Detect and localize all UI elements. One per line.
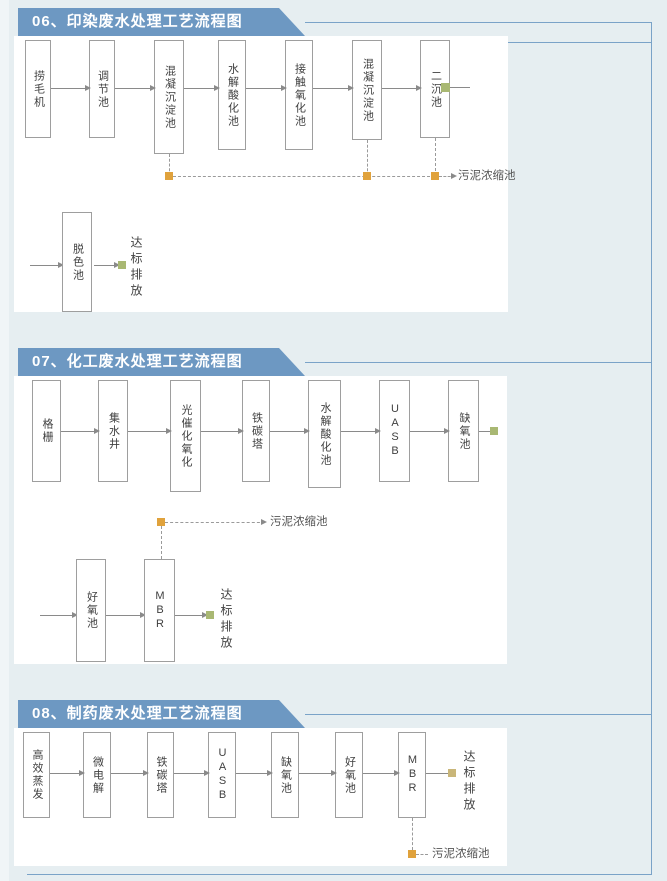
flow-arrow [61, 428, 100, 434]
page-border-bottom [27, 874, 652, 875]
sludge-junction-marker [157, 518, 165, 526]
process-box: 高效蒸发 [23, 732, 50, 818]
flow-arrow [410, 428, 450, 434]
sludge-junction-marker [363, 172, 371, 180]
flow-arrow [50, 770, 85, 776]
outfall-marker [441, 83, 450, 92]
flow-arrow [40, 612, 78, 618]
sludge-drop-line [161, 526, 162, 559]
outfall-marker [206, 611, 214, 619]
sludge-junction-marker [165, 172, 173, 180]
process-box: 格栅 [32, 380, 61, 482]
flow-arrow [246, 85, 287, 91]
section-header-07: 07、化工废水处理工艺流程图 [18, 348, 305, 376]
panel-07: 格栅 集水井 光催化氧化 铁碳塔 水解酸化池 UASB 缺氧池 污泥浓缩池 好氧… [14, 376, 507, 664]
sludge-collect-line [173, 176, 435, 177]
sludge-drop-line [169, 154, 170, 176]
discharge-label: 达标排放 [462, 750, 476, 814]
process-box: MBR [398, 732, 426, 818]
sludge-thickener-label: 污泥浓缩池 [270, 516, 328, 528]
outfall-marker [490, 427, 498, 435]
process-box: MBR [144, 559, 175, 662]
flow-arrow [174, 770, 210, 776]
flow-arrow [201, 428, 244, 434]
process-box: 微电解 [83, 732, 111, 818]
sludge-thickener-label: 污泥浓缩池 [458, 170, 516, 182]
sludge-collect-line [416, 854, 428, 855]
page-left-strip [0, 0, 9, 881]
discharge-label: 达标排放 [129, 236, 143, 300]
flow-arrow [30, 262, 64, 268]
flow-arrow [299, 770, 337, 776]
section-header-06: 06、印染废水处理工艺流程图 [18, 8, 305, 36]
process-box: 光催化氧化 [170, 380, 201, 492]
flow-arrow [341, 428, 381, 434]
sludge-junction-marker [408, 850, 416, 858]
process-box: 水解酸化池 [308, 380, 341, 488]
flow-arrow [111, 770, 149, 776]
section-header-08: 08、制药废水处理工艺流程图 [18, 700, 305, 728]
process-box: 集水井 [98, 380, 128, 482]
process-box: 混凝沉淀池 [352, 40, 382, 140]
process-box: 缺氧池 [448, 380, 479, 482]
flow-arrow [313, 85, 354, 91]
flow-arrow [270, 428, 310, 434]
process-box: 缺氧池 [271, 732, 299, 818]
flow-arrow [94, 262, 120, 268]
panel-06: 捞毛机 调节池 混凝沉淀池 水解酸化池 接触氧化池 混凝沉淀池 二沉池 污泥浓缩… [14, 36, 516, 312]
page-border-right [651, 22, 652, 875]
header-tail-line-08 [305, 714, 652, 715]
flow-arrow [382, 85, 422, 91]
sludge-drop-line [367, 140, 368, 176]
process-box: 好氧池 [335, 732, 363, 818]
process-box: UASB [208, 732, 236, 818]
sludge-thickener-label: 污泥浓缩池 [432, 848, 490, 860]
sludge-drop-line [412, 818, 413, 850]
header-tail-line-06-bottom [508, 42, 652, 43]
process-box: 铁碳塔 [242, 380, 270, 482]
sludge-junction-marker [431, 172, 439, 180]
flow-arrow [175, 612, 208, 618]
process-box: 铁碳塔 [147, 732, 174, 818]
process-box: 接触氧化池 [285, 40, 313, 150]
flow-arrow [115, 85, 156, 91]
sludge-drop-line [435, 138, 436, 176]
flow-arrow [236, 770, 273, 776]
flow-arrow [51, 85, 91, 91]
process-box: 好氧池 [76, 559, 106, 662]
outfall-line [479, 431, 490, 432]
flow-arrow [128, 428, 172, 434]
flow-arrow [106, 612, 146, 618]
header-tail-line-06-top [305, 22, 652, 23]
process-box: 水解酸化池 [218, 40, 246, 150]
flow-arrow [184, 85, 220, 91]
flow-arrow [363, 770, 400, 776]
outfall-marker [448, 769, 456, 777]
header-tail-line-07 [305, 362, 652, 363]
outfall-line [426, 773, 448, 774]
process-box: 脱色池 [62, 212, 92, 312]
outfall-line [450, 87, 470, 88]
sludge-arrow [439, 173, 457, 179]
process-box: UASB [379, 380, 410, 482]
process-box: 捞毛机 [25, 40, 51, 138]
outfall-marker [118, 261, 126, 269]
sludge-arrow [165, 519, 267, 525]
panel-08: 高效蒸发 微电解 铁碳塔 UASB 缺氧池 好氧池 MBR 达标排放 污泥浓缩池 [14, 728, 507, 866]
discharge-label: 达标排放 [219, 588, 233, 652]
process-box: 混凝沉淀池 [154, 40, 184, 154]
process-box: 调节池 [89, 40, 115, 138]
